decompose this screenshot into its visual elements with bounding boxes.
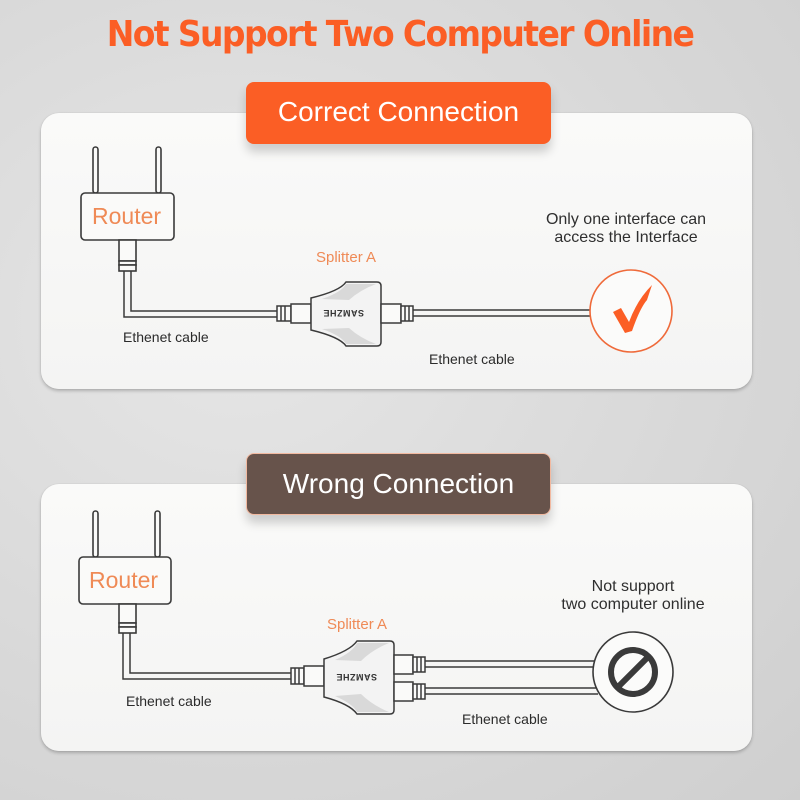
splitter-icon (276, 281, 414, 347)
status-note-line2: two computer online (561, 596, 705, 613)
prohibited-icon (592, 631, 674, 713)
splitter-label: Splitter A (327, 616, 388, 633)
page-title: Not Support Two Computer Online (106, 12, 695, 55)
cable-label-left: Ethenet cable (126, 693, 212, 709)
status-note-line2: access the Interface (554, 229, 698, 246)
status-note-line1: Not support (591, 578, 675, 595)
status-note-line1: Only one interface can (545, 211, 707, 228)
router-label: Router (89, 567, 159, 593)
router-label: Router (92, 203, 162, 229)
router-icon (80, 146, 175, 272)
wrong-connection-badge: Wrong Connection (246, 453, 551, 515)
status-note: Only one interface can access the Interf… (526, 211, 726, 247)
splitter-brand-label: SAMZHE (323, 308, 364, 318)
ethernet-cable-right (425, 660, 598, 695)
status-note: Not support two computer online (533, 578, 733, 614)
ethernet-cable-left (122, 633, 291, 680)
correct-connection-badge: Correct Connection (246, 82, 551, 144)
cable-label-right: Ethenet cable (462, 711, 548, 727)
cable-label-right: Ethenet cable (429, 351, 515, 367)
splitter-icon (290, 640, 426, 715)
router-icon (78, 510, 172, 634)
check-icon (589, 269, 673, 353)
cable-label-left: Ethenet cable (123, 329, 209, 345)
ethernet-cable-left (123, 271, 277, 318)
splitter-brand-label: SAMZHE (336, 672, 377, 682)
ethernet-cable-right (413, 309, 594, 317)
splitter-label: Splitter A (316, 249, 377, 266)
